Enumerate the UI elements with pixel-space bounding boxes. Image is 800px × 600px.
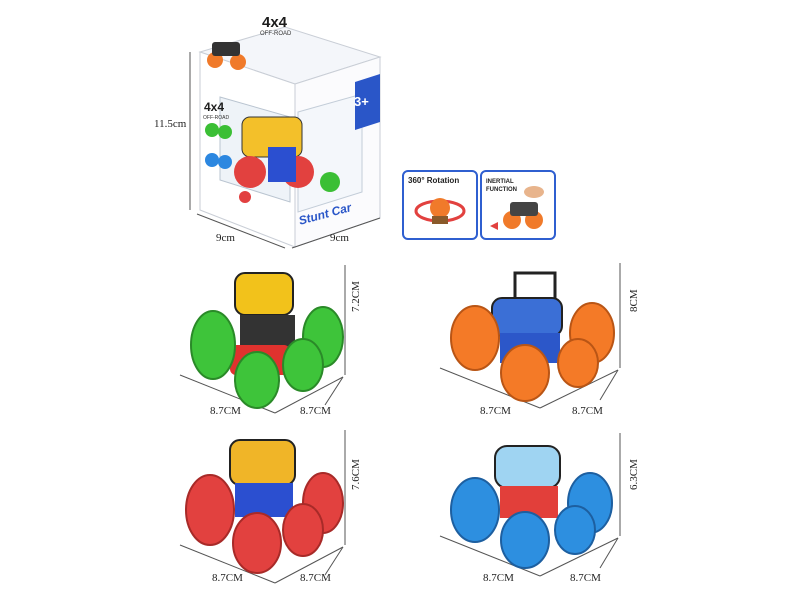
car-orange-depth: 8.7CM <box>572 405 603 417</box>
box-brand-top: 4x4 <box>262 14 288 31</box>
rotation-icon <box>414 198 466 224</box>
car-orange-drawing <box>439 263 621 409</box>
box-brand-top-sub: OFF-ROAD <box>260 31 292 37</box>
car-green-depth: 8.7CM <box>300 405 331 417</box>
box-brand-side: 4x4 <box>204 100 225 114</box>
car-blue-width: 8.7CM <box>483 572 514 584</box>
car-red-height: 7.6CM <box>350 459 362 490</box>
car-red-width: 8.7CM <box>212 572 243 584</box>
car-orange-width: 8.7CM <box>480 405 511 417</box>
car-red-drawing <box>179 430 346 584</box>
car-red <box>175 425 375 600</box>
box-height-label: 11.5cm <box>154 118 187 130</box>
feature-rotation: 360° Rotation <box>402 170 478 240</box>
car-orange <box>430 258 640 430</box>
inertial-icon <box>490 186 544 230</box>
feature-inertial: INERTIAL FUNCTION <box>480 170 556 240</box>
box-brand-side-sub: OFF-ROAD <box>203 115 230 121</box>
car-blue-height: 6.3CM <box>628 459 640 490</box>
car-orange-height: 8CM <box>628 289 640 312</box>
package-box-drawing <box>198 26 382 248</box>
box-width-left-label: 9cm <box>216 232 235 244</box>
car-blue <box>430 428 640 600</box>
car-red-depth: 8.7CM <box>300 572 331 584</box>
package-box: 4x4 OFF-ROAD 4x4 OFF-ROAD 3+ Stunt Car <box>190 14 390 252</box>
feature-inertial-label: INERTIAL FUNCTION <box>486 179 517 193</box>
car-green <box>175 255 375 430</box>
car-blue-depth: 8.7CM <box>570 572 601 584</box>
car-green-width: 8.7CM <box>210 405 241 417</box>
feature-rotation-label: 360° Rotation <box>408 176 460 185</box>
car-green-height: 7.2CM <box>350 281 362 312</box>
car-green-drawing <box>179 265 346 414</box>
car-blue-drawing <box>439 433 621 577</box>
age-badge: 3+ <box>354 94 369 109</box>
box-width-right-label: 9cm <box>330 232 349 244</box>
